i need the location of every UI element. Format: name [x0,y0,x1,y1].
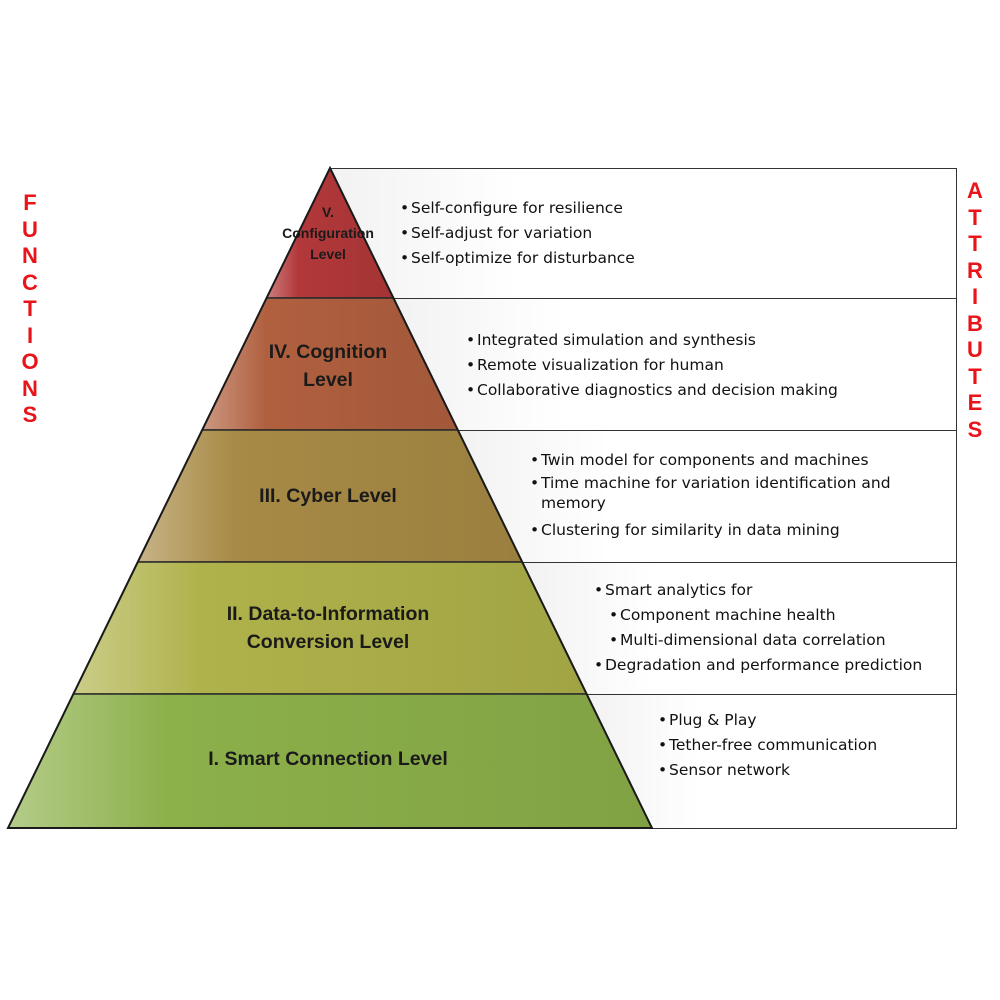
attribute-item: Multi-dimensional data correlation [609,628,939,653]
level-label-line: IV. Cognition [268,341,388,363]
attribute-item: Smart analytics for [594,578,939,603]
attribute-item: Self-configure for resilience [400,196,939,221]
attribute-list-cyber: Twin model for components and machinesTi… [530,448,939,543]
attribute-list-smart-connection: Plug & PlayTether-free communicationSens… [658,708,939,783]
attribute-list-data-to-information: Smart analytics forComponent machine hea… [594,578,939,678]
functions-letter: F [23,190,37,215]
attributes-letter: I [971,284,979,309]
functions-letter: I [26,322,34,348]
attributes-letter: S [967,416,983,442]
attribute-list-configuration: Self-configure for resilienceSelf-adjust… [400,196,939,271]
level-label-line: Level [303,369,353,391]
level-label-line: Conversion Level [246,631,410,653]
level-label-line: III. Cyber Level [259,485,397,507]
functions-letter: O [21,349,39,374]
level-label-line: I. Smart Connection Level [208,748,448,770]
attribute-item: Twin model for components and machines [530,448,939,473]
functions-letter: N [22,243,38,268]
functions-letter: S [22,402,38,427]
attribute-item: Self-optimize for disturbance [400,246,939,271]
functions-letter: N [22,375,38,401]
level-label-line: Configuration [282,225,374,241]
attribute-item: Sensor network [658,758,939,783]
attribute-item: Self-adjust for variation [400,221,939,246]
attributes-letter: B [967,310,983,336]
attribute-item: Tether-free communication [658,733,939,758]
attributes-letter: A [967,178,983,203]
attributes-letter: E [967,390,983,415]
attributes-letter: R [967,257,983,283]
attributes-letter: T [968,204,982,230]
attribute-item: Integrated simulation and synthesis [466,328,939,353]
attribute-item: Component machine health [609,603,939,628]
level-label-line: V. [322,204,334,220]
level-label-line: II. Data-to-Information [226,603,430,625]
level-label-cyber: III. Cyber Level [158,482,498,510]
attribute-list-cognition: Integrated simulation and synthesisRemot… [466,328,939,403]
functions-letter: T [23,296,37,321]
level-label-smart-connection: I. Smart Connection Level [158,745,498,773]
attribute-item: Collaborative diagnostics and decision m… [466,378,939,403]
attributes-letter: T [968,363,982,389]
attribute-item: Remote visualization for human [466,353,939,378]
pyramid-outline [6,165,654,829]
attribute-item: Plug & Play [658,708,939,733]
functions-letter: C [22,269,38,295]
attributes-letter: T [968,231,982,256]
attribute-item: Clustering for similarity in data mining [530,518,939,543]
functions-letter: U [22,216,38,242]
level-label-line: Level [310,246,346,262]
attribute-item: Time machine for variation identificatio… [530,473,939,513]
attributes-letter: U [967,337,983,362]
attribute-item: Degradation and performance prediction [594,653,939,678]
